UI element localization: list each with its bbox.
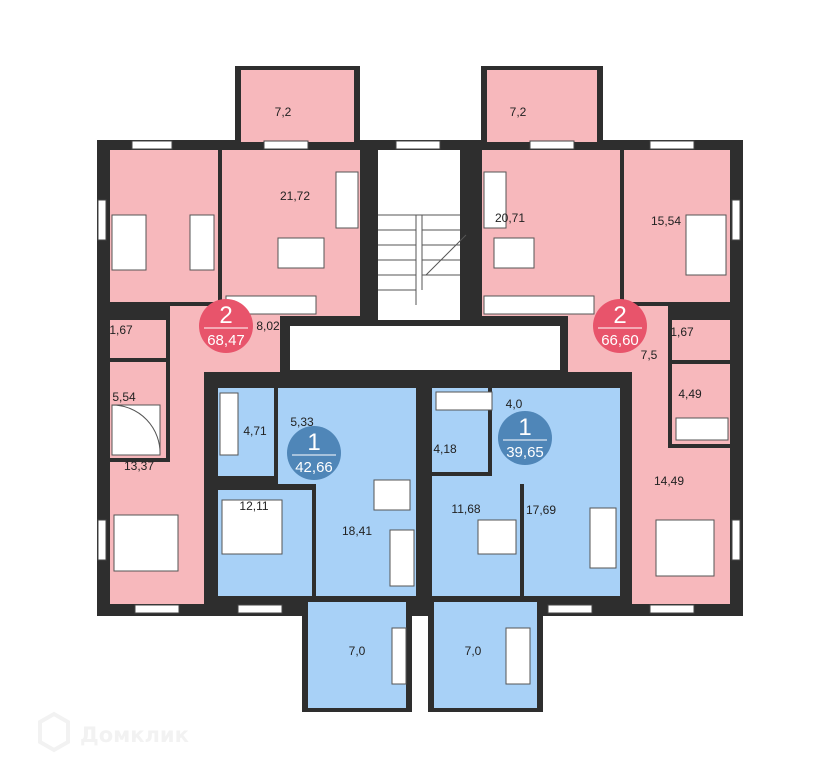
area-a3-bath: 4,18 <box>433 442 457 456</box>
bed-icon <box>189 214 215 271</box>
domclick-watermark: Домклик <box>38 711 189 753</box>
bathtub-icon <box>675 417 729 441</box>
bathtub-icon <box>219 392 239 456</box>
room-a1-wc <box>110 320 166 358</box>
area-a1-balcony: 7,2 <box>275 105 292 119</box>
badge-apartment-2[interactable]: 1 42,66 <box>287 426 341 480</box>
room-a1-corridor <box>170 372 204 462</box>
sofa-icon <box>335 171 359 229</box>
room-a4-corridor <box>632 372 668 452</box>
sofa-icon <box>589 507 617 569</box>
area-a2-balcony: 7,0 <box>349 644 366 658</box>
watermark-text: Домклик <box>80 723 189 747</box>
area-a2-hall: 5,33 <box>290 415 314 429</box>
bathtub-icon <box>435 391 493 411</box>
landing <box>290 326 560 370</box>
area-a4-kitchen-living: 20,71 <box>495 211 525 225</box>
stairs <box>378 214 467 305</box>
area-a4-wc: 1,67 <box>670 325 694 339</box>
badge-apartment-3[interactable]: 1 39,65 <box>498 411 552 465</box>
badge-rooms: 1 <box>307 429 320 456</box>
room-a1-balcony <box>241 70 354 142</box>
area-a1-hall: 8,02 <box>256 319 280 333</box>
badge-rooms: 2 <box>613 302 626 329</box>
badge-area: 39,65 <box>506 444 544 461</box>
sofa-icon <box>389 529 415 587</box>
area-a4-bath: 4,49 <box>678 387 702 401</box>
area-a2-kitchen: 12,11 <box>239 499 268 513</box>
bed-icon <box>685 214 727 276</box>
area-a3-hall: 4,0 <box>506 397 523 411</box>
room-a4-wc <box>672 320 730 360</box>
bed-icon <box>655 519 715 577</box>
stairwell <box>378 150 460 320</box>
furniture <box>111 171 729 685</box>
area-a1-bedroom: 13,37 <box>124 459 154 473</box>
area-a4-bedroom2: 14,49 <box>654 474 684 488</box>
sofa-icon <box>483 171 507 229</box>
room-a2-balcony <box>308 602 406 708</box>
area-a4-bedroom1: 15,54 <box>651 214 681 228</box>
badge-apartment-4[interactable]: 2 66,60 <box>593 299 647 353</box>
corner-bathtub-icon <box>111 404 161 456</box>
badge-rooms: 1 <box>518 414 531 441</box>
room-a4-balcony <box>487 70 597 142</box>
badge-area: 68,47 <box>207 332 245 349</box>
bed-icon <box>113 514 179 572</box>
badge-rooms: 2 <box>219 302 232 329</box>
area-a1-kitchen-living: 21,72 <box>280 189 310 203</box>
area-a3-kitchen: 11,68 <box>451 502 480 516</box>
area-a2-bath: 4,71 <box>243 424 267 438</box>
bed-icon <box>221 499 283 555</box>
badge-area: 66,60 <box>601 332 639 349</box>
dining-table-icon <box>493 237 535 269</box>
domclick-logo-icon <box>38 711 70 753</box>
dining-table-icon <box>277 237 325 269</box>
badge-apartment-1[interactable]: 2 68,47 <box>199 299 253 353</box>
chair-icon <box>505 627 531 685</box>
windows <box>97 140 741 614</box>
bed-icon <box>111 214 147 271</box>
area-a2-living: 18,41 <box>342 524 372 538</box>
dining-table-icon <box>373 479 411 511</box>
kitchen-counter-icon <box>483 295 595 315</box>
area-a4-balcony: 7,2 <box>510 105 527 119</box>
area-a3-balcony: 7,0 <box>465 644 482 658</box>
area-a1-wc: 1,67 <box>109 323 133 337</box>
area-a3-living: 17,69 <box>526 503 556 517</box>
room-labels: 7,2 21,72 8,02 1,67 5,54 13,37 4,71 5,33… <box>109 105 702 658</box>
chair-icon <box>391 627 407 685</box>
area-a4-hall: 7,5 <box>641 348 658 362</box>
dining-table-icon <box>477 519 517 555</box>
badge-area: 42,66 <box>295 459 333 476</box>
area-a1-bath: 5,54 <box>112 390 136 404</box>
